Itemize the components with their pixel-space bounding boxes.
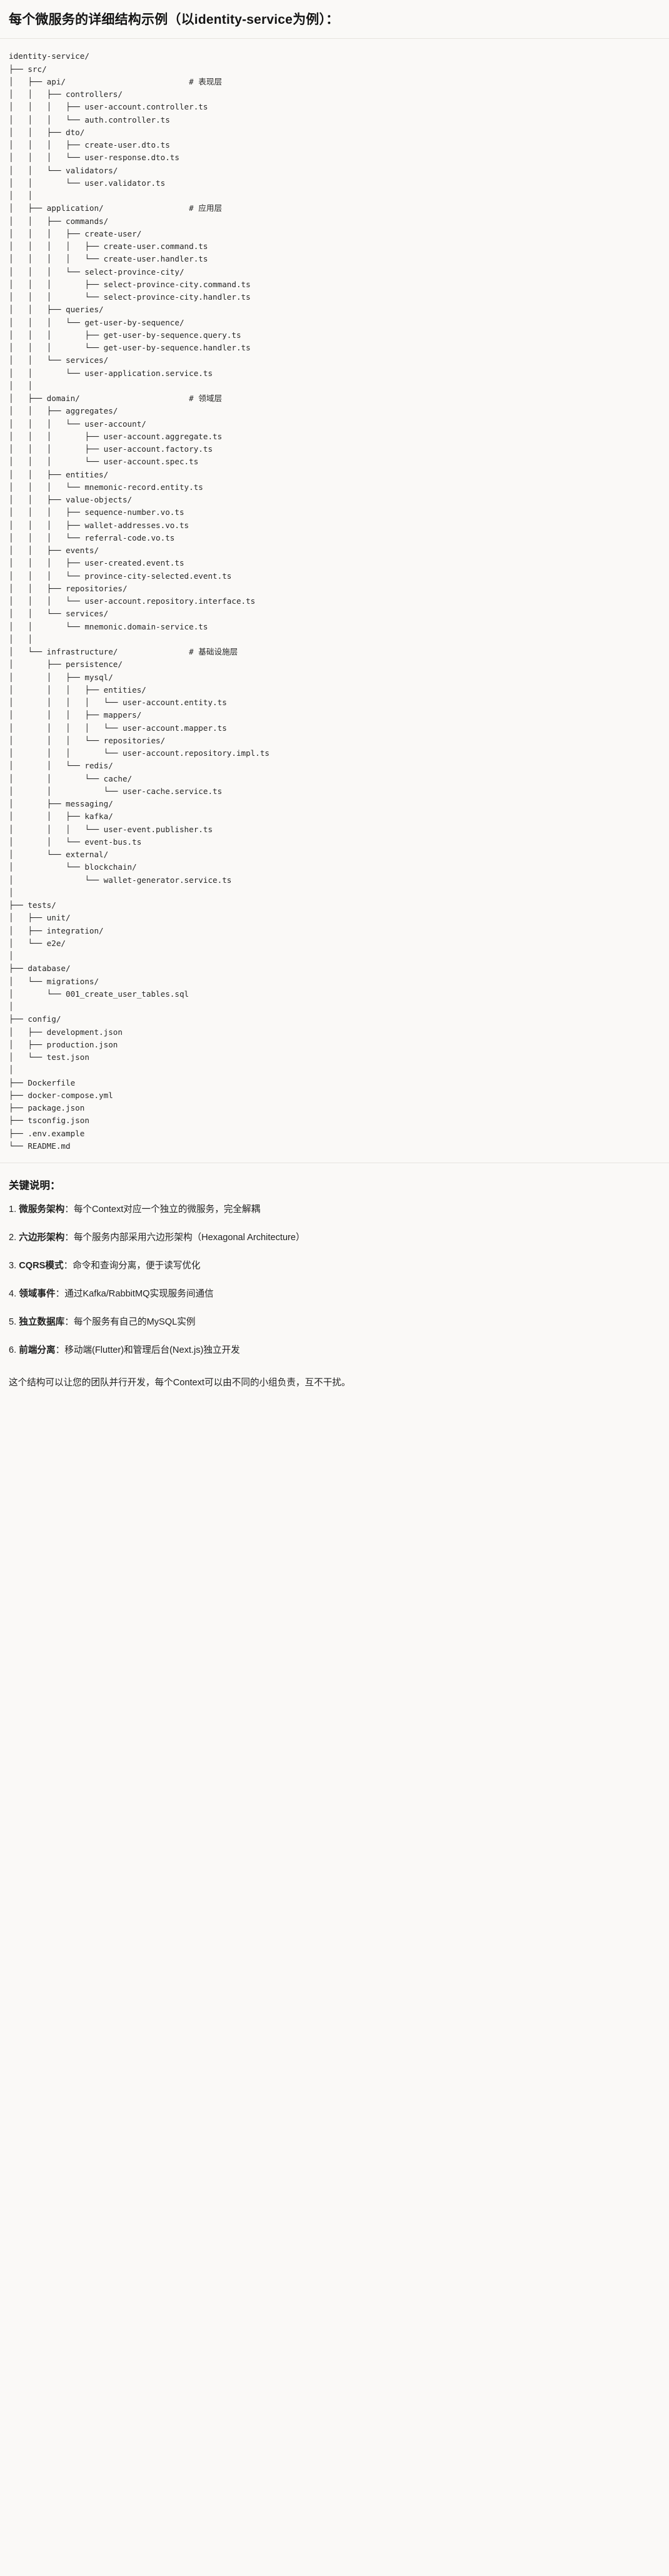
note-description: 通过Kafka/RabbitMQ实现服务间通信 (64, 1288, 214, 1299)
note-description: 每个Context对应一个独立的微服务，完全解耦 (73, 1204, 261, 1215)
page-title: 每个微服务的详细结构示例（以identity-service为例）： (0, 0, 669, 39)
directory-tree: identity-service/ ├── src/ │ ├── api/ # … (9, 51, 270, 1151)
note-term: 独立数据库 (19, 1316, 65, 1327)
note-item: 5. 独立数据库：每个服务有自己的MySQL实例 (9, 1316, 660, 1330)
note-item: 3. CQRS模式：命令和查询分离，便于读写优化 (9, 1260, 660, 1273)
note-item: 6. 前端分离：移动端(Flutter)和管理后台(Next.js)独立开发 (9, 1344, 660, 1358)
note-separator: ： (64, 1316, 74, 1327)
note-term: CQRS模式 (19, 1260, 64, 1271)
document-page: 每个微服务的详细结构示例（以identity-service为例）： ident… (0, 0, 669, 1410)
note-term: 领域事件 (19, 1288, 56, 1299)
note-term: 六边形架构 (19, 1233, 65, 1243)
note-description: 命令和查询分离，便于读写优化 (73, 1260, 201, 1271)
note-number: 6. (9, 1345, 17, 1355)
note-number: 2. (9, 1233, 17, 1243)
note-term: 微服务架构 (19, 1204, 65, 1215)
note-item: 1. 微服务架构：每个Context对应一个独立的微服务，完全解耦 (9, 1203, 660, 1217)
note-description: 每个服务内部采用六边形架构（Hexagonal Architecture） (73, 1233, 305, 1243)
note-separator: ： (64, 1204, 74, 1215)
note-separator: ： (64, 1233, 74, 1243)
directory-tree-block: identity-service/ ├── src/ │ ├── api/ # … (0, 39, 669, 1159)
note-number: 5. (9, 1316, 17, 1327)
note-separator: ： (55, 1288, 65, 1299)
note-item: 2. 六边形架构：每个服务内部采用六边形架构（Hexagonal Archite… (9, 1231, 660, 1245)
key-notes-heading: 关键说明： (9, 1180, 61, 1192)
note-number: 1. (9, 1204, 17, 1215)
note-number: 3. (9, 1260, 17, 1271)
note-description: 每个服务有自己的MySQL实例 (73, 1316, 196, 1327)
closing-paragraph: 这个结构可以让您的团队并行开发，每个Context可以由不同的小组负责，互不干扰… (9, 1378, 351, 1388)
key-notes-section: 关键说明： 1. 微服务架构：每个Context对应一个独立的微服务，完全解耦 … (0, 1163, 669, 1410)
note-separator: ： (63, 1260, 73, 1271)
note-description: 移动端(Flutter)和管理后台(Next.js)独立开发 (64, 1345, 240, 1355)
note-term: 前端分离 (19, 1345, 56, 1355)
note-item: 4. 领域事件：通过Kafka/RabbitMQ实现服务间通信 (9, 1288, 660, 1301)
note-number: 4. (9, 1288, 17, 1299)
note-separator: ： (55, 1345, 65, 1355)
